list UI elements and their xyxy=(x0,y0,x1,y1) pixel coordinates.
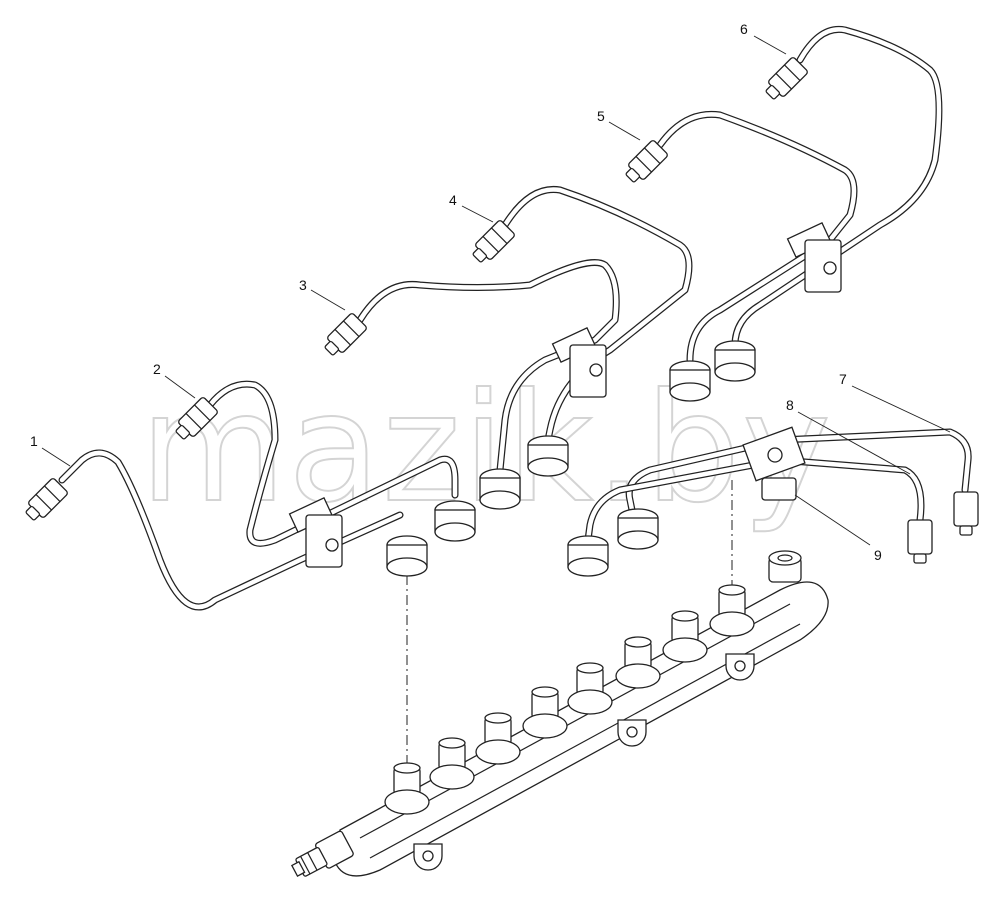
clamp-left xyxy=(288,497,343,568)
rail-nuts xyxy=(386,340,756,577)
callout-labels: 1 2 3 4 5 6 7 8 9 xyxy=(30,21,882,563)
callout-4: 4 xyxy=(449,192,457,208)
callout-6: 6 xyxy=(740,21,748,37)
pipe-6 xyxy=(731,25,943,349)
callout-9: 9 xyxy=(874,547,882,563)
injector-nut-5 xyxy=(625,140,668,183)
clamp-middle xyxy=(551,327,607,398)
callout-1: 1 xyxy=(30,433,38,449)
callout-5: 5 xyxy=(597,108,605,124)
injector-nut-8 xyxy=(907,519,933,564)
clamp-9 xyxy=(742,426,806,501)
injector-nut-6 xyxy=(765,57,808,100)
callout-3: 3 xyxy=(299,277,307,293)
injector-nut-1 xyxy=(25,478,68,521)
callout-7: 7 xyxy=(839,371,847,387)
callout-8: 8 xyxy=(786,397,794,413)
pipe-8 xyxy=(584,456,925,544)
injector-nut-2 xyxy=(175,397,218,440)
leader-lines xyxy=(41,35,951,546)
rail-pressure-sensor xyxy=(290,830,354,877)
pipe-3 xyxy=(356,259,620,474)
clamp-right xyxy=(786,222,842,293)
injector-nut-4 xyxy=(472,220,515,263)
callout-2: 2 xyxy=(153,361,161,377)
pipe-2 xyxy=(206,380,459,547)
alignment-lines xyxy=(406,480,733,770)
common-rail xyxy=(334,550,829,877)
injector-nut-7 xyxy=(953,491,979,536)
pipe-5 xyxy=(656,110,858,364)
injector-nut-3 xyxy=(324,313,367,356)
pipe-1 xyxy=(58,449,404,611)
